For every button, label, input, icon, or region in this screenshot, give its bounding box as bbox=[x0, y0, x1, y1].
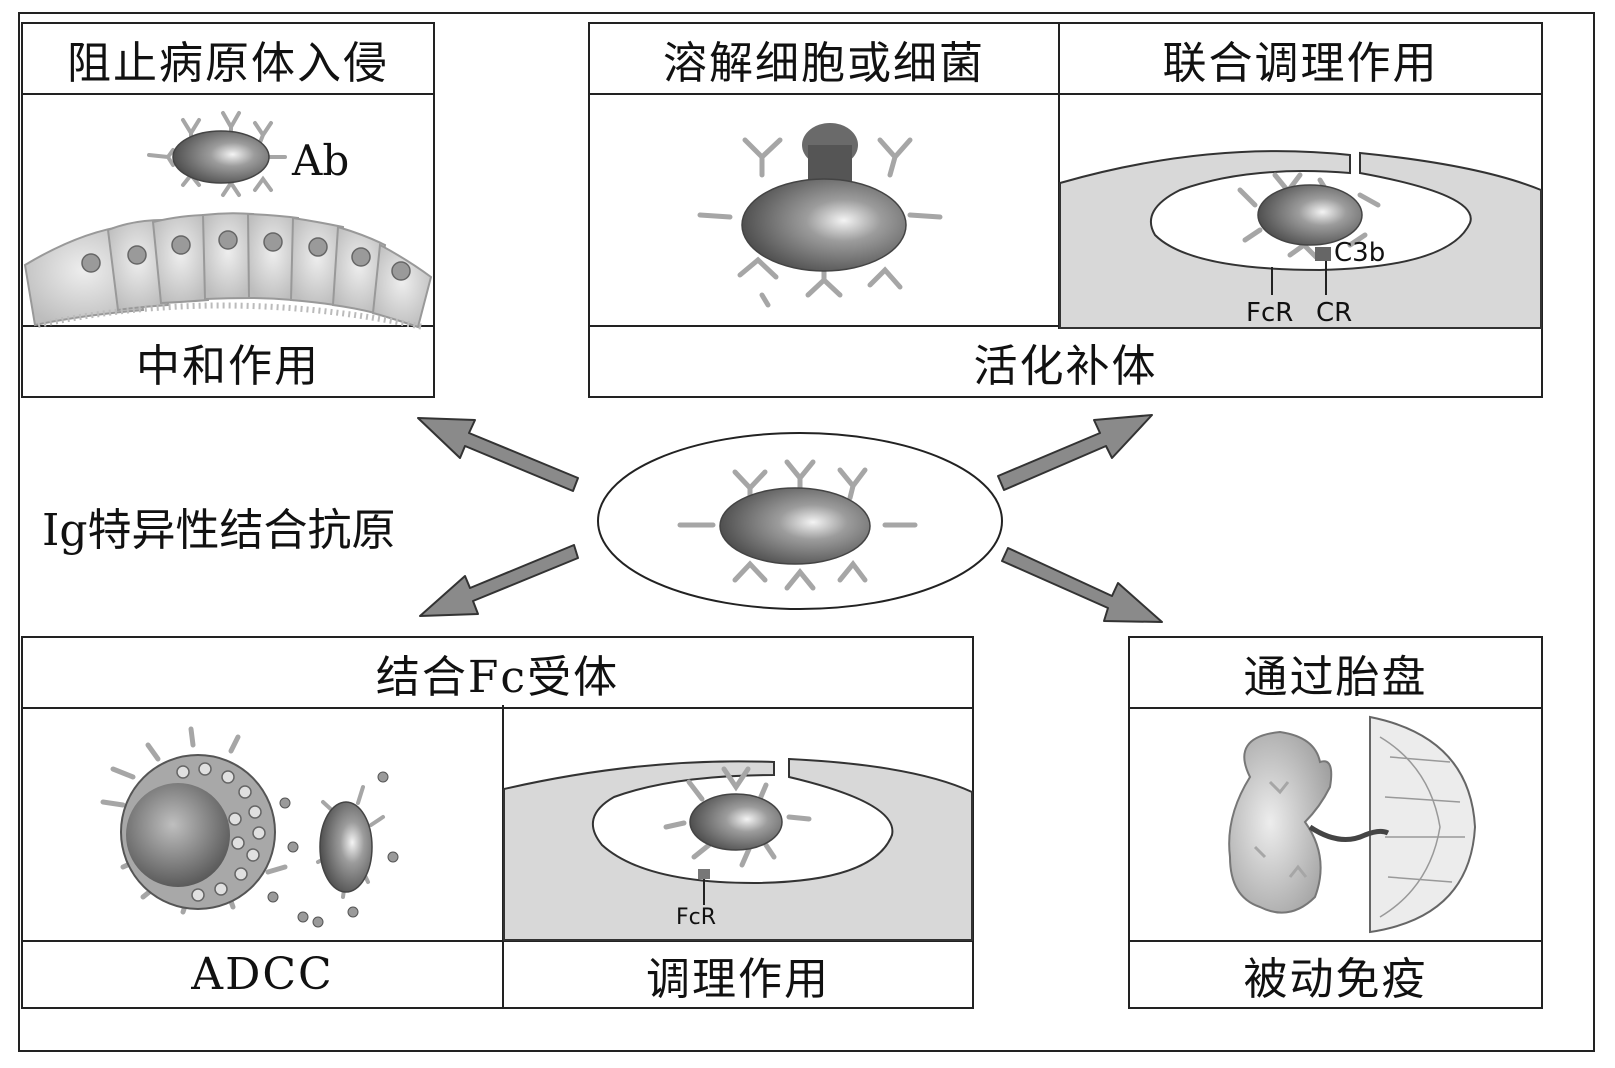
pathogen bbox=[172, 130, 270, 184]
fcr-label: FcR bbox=[1246, 298, 1294, 328]
panel-footer: 中和作用 bbox=[23, 325, 433, 396]
combined-opsonization-illustration bbox=[1059, 150, 1542, 329]
header-opsonization-combined: 联合调理作用 bbox=[1162, 37, 1439, 89]
ig-binding-label: Ig特异性结合抗原 bbox=[42, 505, 396, 556]
neutralization-illustration bbox=[23, 111, 433, 330]
adcc-illustration bbox=[100, 726, 399, 928]
panel-header: 阻止病原体入侵 bbox=[23, 24, 433, 95]
fetus bbox=[1228, 730, 1333, 914]
center-antigen-complex bbox=[597, 432, 1003, 610]
panel-header: 通过胎盘 bbox=[1130, 638, 1541, 709]
arrow-up-right bbox=[997, 414, 1153, 491]
antibody-icons bbox=[663, 766, 812, 868]
panel-header: 结合Fc受体 bbox=[23, 638, 972, 709]
antibody-icons bbox=[697, 137, 943, 308]
target-cell bbox=[319, 801, 373, 893]
placenta-illustration bbox=[1228, 715, 1477, 934]
pathogen bbox=[741, 178, 907, 272]
footer-opsonization: 调理作用 bbox=[646, 953, 830, 1005]
panel-header-row bbox=[590, 24, 1541, 95]
fcr-label: FcR bbox=[676, 905, 717, 930]
placenta bbox=[1369, 715, 1477, 934]
granules bbox=[176, 762, 266, 902]
umbilical-cord bbox=[1308, 824, 1390, 842]
cr-label: CR bbox=[1316, 298, 1353, 328]
cell-nuclei bbox=[81, 230, 411, 281]
pathogen bbox=[719, 487, 871, 565]
released-granules bbox=[267, 771, 399, 928]
arrow-down-right bbox=[1001, 547, 1163, 623]
c3b-label: C3b bbox=[1334, 238, 1386, 268]
arrow-down-left bbox=[419, 544, 579, 617]
opsonization-illustration bbox=[503, 757, 973, 941]
pathogen bbox=[689, 793, 783, 851]
antibody-label: Ab bbox=[292, 136, 350, 185]
panel-neutralization: 阻止病原体入侵 中和作用 bbox=[21, 22, 435, 398]
header-lysis: 溶解细胞或细菌 bbox=[663, 37, 985, 89]
lysis-illustration bbox=[697, 123, 943, 308]
panel-footer-row bbox=[23, 940, 972, 1007]
pathogen bbox=[1257, 184, 1363, 246]
epithelium bbox=[23, 212, 433, 329]
divider bbox=[1058, 22, 1060, 329]
panel-footer: 被动免疫 bbox=[1130, 940, 1541, 1007]
arrow-up-left bbox=[417, 417, 579, 492]
diagram-frame bbox=[18, 12, 1595, 1052]
footer-adcc: ADCC bbox=[191, 949, 334, 1000]
